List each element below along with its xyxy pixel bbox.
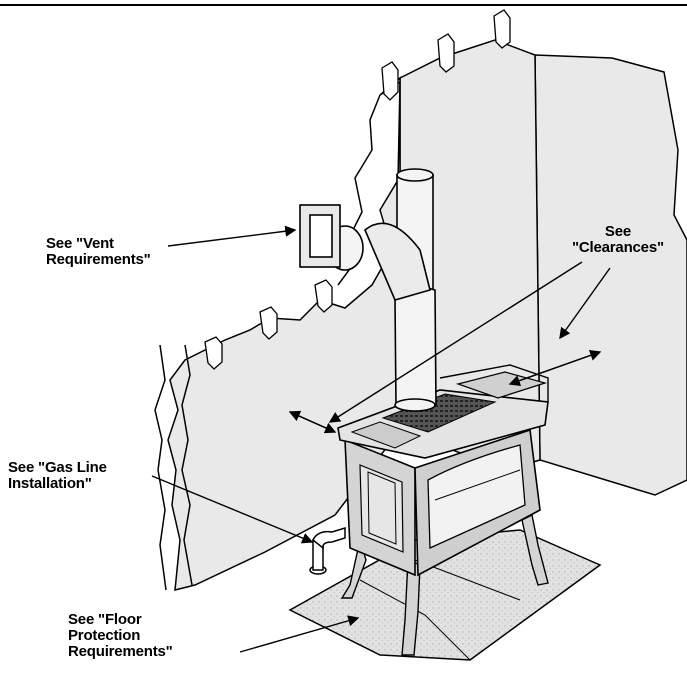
clearance-arrows xyxy=(288,350,602,434)
clearances-callout: See "Clearances" xyxy=(572,223,664,256)
gas-line xyxy=(309,526,346,575)
leader-lines xyxy=(151,225,611,653)
cooktop-left xyxy=(350,421,422,449)
top-rule xyxy=(0,4,687,6)
window-line xyxy=(434,469,521,501)
stove-legs xyxy=(340,513,549,656)
vent-pipe xyxy=(299,168,437,412)
wall-edge xyxy=(154,344,167,591)
gas-line-callout: See "Gas Line Installation" xyxy=(8,459,107,492)
floor-protection-callout: See "Floor Protection Requirements" xyxy=(68,611,173,660)
wall-edge xyxy=(181,344,193,586)
right-wall xyxy=(534,54,687,496)
cooktop-right xyxy=(455,371,548,399)
wall-studs xyxy=(204,9,511,370)
vent-requirements-callout: See "Vent Requirements" xyxy=(46,235,151,268)
side-panel xyxy=(359,464,404,553)
stove-window xyxy=(427,444,526,549)
top-lip xyxy=(439,364,549,402)
hearth-seam xyxy=(359,579,471,661)
side-panel-inner xyxy=(367,471,397,545)
